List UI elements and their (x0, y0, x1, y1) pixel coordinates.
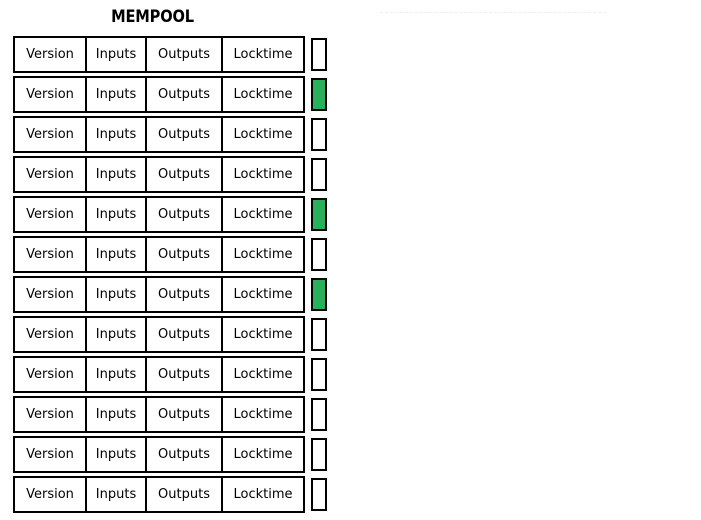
tx-field-version: Version (15, 478, 87, 511)
tx-field-locktime: Locktime (223, 238, 303, 271)
tx-field-inputs: Inputs (87, 318, 147, 351)
tx-field-outputs: Outputs (147, 118, 223, 151)
transaction-status-indicator[interactable] (311, 278, 327, 311)
tx-field-inputs: Inputs (87, 438, 147, 471)
tx-field-locktime: Locktime (223, 478, 303, 511)
tx-field-version: Version (15, 238, 87, 271)
tx-field-locktime: Locktime (223, 358, 303, 391)
transaction-status-indicator[interactable] (311, 398, 327, 431)
tx-field-version: Version (15, 398, 87, 431)
tx-field-outputs: Outputs (147, 238, 223, 271)
dashed-guide-line (380, 12, 606, 13)
tx-field-inputs: Inputs (87, 38, 147, 71)
tx-field-version: Version (15, 38, 87, 71)
transaction-status-indicator[interactable] (311, 358, 327, 391)
tx-field-version: Version (15, 318, 87, 351)
tx-field-inputs: Inputs (87, 198, 147, 231)
tx-field-locktime: Locktime (223, 198, 303, 231)
tx-field-locktime: Locktime (223, 158, 303, 191)
tx-field-version: Version (15, 278, 87, 311)
transaction-status-indicator[interactable] (311, 438, 327, 471)
transaction-status-indicator[interactable] (311, 158, 327, 191)
tx-field-version: Version (15, 78, 87, 111)
tx-field-version: Version (15, 358, 87, 391)
tx-field-version: Version (15, 118, 87, 151)
tx-field-outputs: Outputs (147, 318, 223, 351)
tx-field-locktime: Locktime (223, 78, 303, 111)
tx-field-inputs: Inputs (87, 278, 147, 311)
tx-field-version: Version (15, 198, 87, 231)
tx-field-outputs: Outputs (147, 278, 223, 311)
tx-field-locktime: Locktime (223, 38, 303, 71)
tx-field-locktime: Locktime (223, 278, 303, 311)
tx-field-outputs: Outputs (147, 198, 223, 231)
tx-field-inputs: Inputs (87, 238, 147, 271)
tx-field-inputs: Inputs (87, 78, 147, 111)
tx-field-outputs: Outputs (147, 78, 223, 111)
tx-field-outputs: Outputs (147, 478, 223, 511)
transaction-status-indicator[interactable] (311, 38, 327, 71)
tx-field-outputs: Outputs (147, 38, 223, 71)
transaction-status-indicator[interactable] (311, 318, 327, 351)
tx-field-locktime: Locktime (223, 318, 303, 351)
transaction-status-indicator[interactable] (311, 478, 327, 511)
tx-field-inputs: Inputs (87, 478, 147, 511)
tx-field-inputs: Inputs (87, 398, 147, 431)
tx-field-locktime: Locktime (223, 398, 303, 431)
tx-field-outputs: Outputs (147, 158, 223, 191)
tx-field-version: Version (15, 438, 87, 471)
tx-field-version: Version (15, 158, 87, 191)
transaction-status-indicator[interactable] (311, 198, 327, 231)
tx-field-locktime: Locktime (223, 118, 303, 151)
transaction-status-indicator[interactable] (311, 238, 327, 271)
page-title: MEMPOOL (111, 7, 194, 27)
tx-field-outputs: Outputs (147, 358, 223, 391)
tx-field-inputs: Inputs (87, 118, 147, 151)
tx-field-inputs: Inputs (87, 158, 147, 191)
transaction-status-indicator[interactable] (311, 78, 327, 111)
tx-field-locktime: Locktime (223, 438, 303, 471)
transaction-status-indicator[interactable] (311, 118, 327, 151)
tx-field-outputs: Outputs (147, 398, 223, 431)
tx-field-inputs: Inputs (87, 358, 147, 391)
tx-field-outputs: Outputs (147, 438, 223, 471)
